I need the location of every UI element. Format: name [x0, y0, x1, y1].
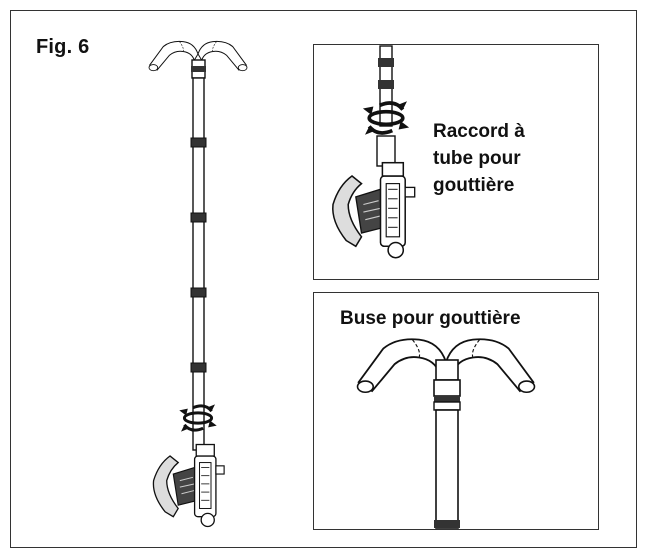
coupler-caption: Raccord à tube pour gouttière — [433, 118, 583, 199]
gutter-nozzle-drawing — [356, 338, 536, 529]
coupler-detail-panel — [313, 44, 599, 280]
coupler-caption-line: Raccord à — [433, 121, 525, 142]
coupler-caption-line: tube pour — [433, 148, 521, 169]
coupler-caption-line: gouttière — [433, 175, 515, 196]
nozzle-caption: Buse pour gouttière — [340, 308, 521, 329]
figure-label: Fig. 6 — [36, 36, 90, 58]
assembled-wand-drawing — [148, 40, 248, 528]
coupler-detail-drawing — [332, 45, 416, 259]
